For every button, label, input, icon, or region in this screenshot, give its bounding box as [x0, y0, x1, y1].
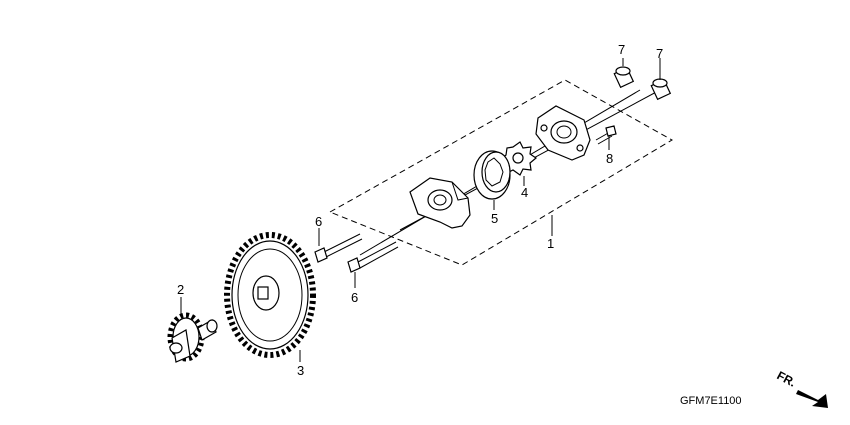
front-marker-label: FR. — [775, 368, 799, 389]
bolt-8 — [595, 125, 617, 145]
pump-cover — [535, 105, 591, 161]
pump-body — [409, 177, 471, 229]
collar-7-left — [613, 66, 635, 89]
callout-5: 5 — [491, 211, 498, 226]
callout-3: 3 — [297, 363, 304, 378]
callout-7-left: 7 — [618, 42, 625, 57]
callout-1: 1 — [547, 236, 554, 251]
assembly-boundary — [328, 79, 673, 266]
outer-rotor-5 — [473, 150, 511, 200]
driven-gear-3 — [224, 232, 316, 358]
leader-lines — [180, 58, 661, 362]
front-arrow-icon — [796, 390, 828, 408]
callout-7-right: 7 — [656, 46, 663, 61]
bolt-6-lower — [347, 241, 399, 273]
callout-8: 8 — [606, 151, 613, 166]
callout-4: 4 — [521, 185, 528, 200]
callout-2: 2 — [177, 282, 184, 297]
callout-6-upper: 6 — [315, 214, 322, 229]
diagram-code: GFM7E1100 — [680, 395, 742, 407]
drive-gear-2 — [167, 312, 218, 363]
front-direction-marker: FR. — [775, 368, 828, 408]
callout-6-lower: 6 — [351, 290, 358, 305]
collar-7-right — [650, 78, 672, 101]
bolt-6-upper — [314, 233, 363, 263]
